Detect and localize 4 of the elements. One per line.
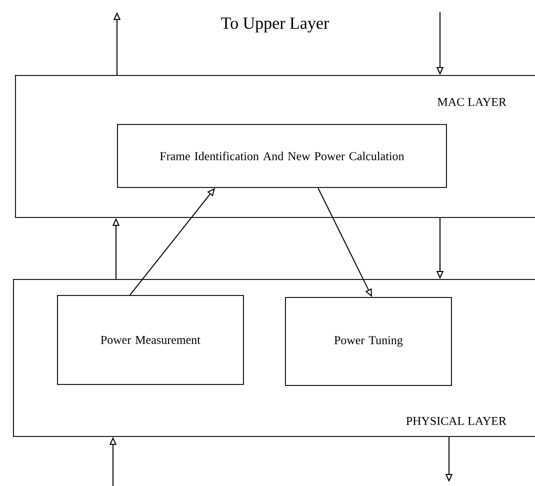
process-box: Power Measurement <box>57 295 244 385</box>
process-box: Frame Identification And New Power Calculation <box>117 124 447 188</box>
process-box: Power Tuning <box>285 297 452 386</box>
heading: To Upper Layer <box>221 18 329 32</box>
